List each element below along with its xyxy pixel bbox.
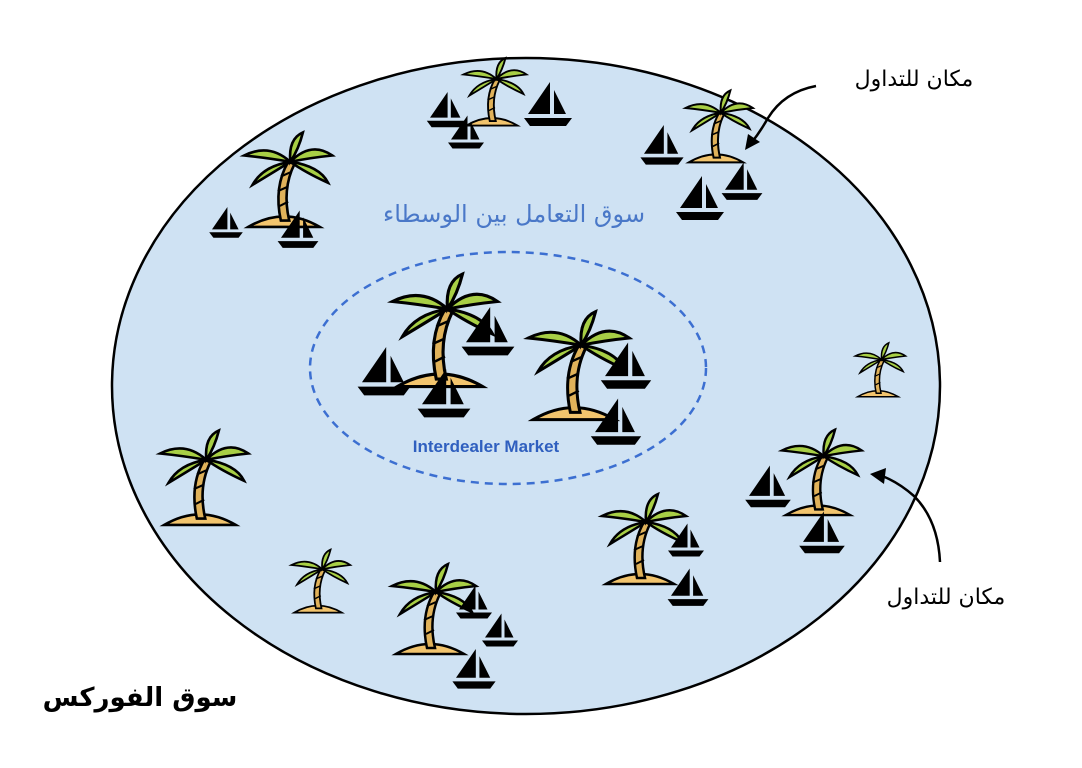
forex-market-ellipse [110,56,942,716]
arrowhead-top-right [745,134,760,150]
interdealer-ellipse [308,250,708,486]
trading-venue-label-bottom: مكان للتداول [887,585,1006,610]
trading-venue-label-top: مكان للتداول [855,67,974,92]
interdealer-label-english: Interdealer Market [413,437,560,456]
forex-market-label: سوق الفوركس [43,683,238,713]
interdealer-label-arabic: سوق التعامل بين الوسطاء [383,200,645,228]
arrowhead-bottom-right [870,468,886,484]
arrow-top-right [751,84,817,143]
arrow-bottom-right [881,474,942,563]
